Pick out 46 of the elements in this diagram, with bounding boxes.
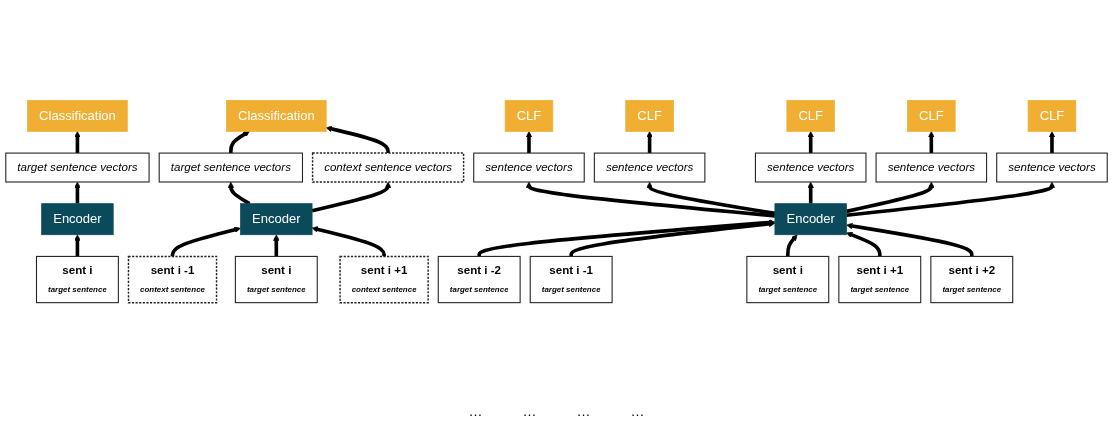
arrow [646,131,653,154]
arrow [229,131,250,154]
arrow [1048,131,1056,154]
node-box: sentence vectors [473,152,585,183]
arrow [311,181,392,213]
arrow [325,125,390,154]
node-box: CLF [504,100,554,132]
arrow [525,131,533,154]
arrow [477,219,776,257]
node-box: Encoder [774,203,847,236]
node-box: sentence vectors [875,152,988,183]
arrow [170,226,241,257]
node-box: sentence vectors [996,152,1108,183]
node-box: sentence vectors [754,152,867,183]
ellipsis: … [630,403,645,421]
node-box: Classification [27,100,128,132]
arrow [311,226,386,257]
node-box: CLF [1027,100,1077,132]
arrow [525,181,776,218]
arrow [74,234,81,257]
node-box: context sentence vectors [311,152,465,183]
arrow [786,234,798,257]
arrow [846,181,935,214]
node-box: CLF [786,100,835,132]
arrow [846,231,882,257]
node-box: CLF [907,100,956,132]
arrow [569,220,776,257]
ellipsis: … [576,403,591,421]
arrow [646,181,776,216]
node-box: sentence vectors [593,152,706,183]
arrow [74,131,81,154]
arrow [846,222,974,257]
node-box: target sentence vectors [5,152,150,183]
node-box: Classification [226,100,327,132]
ellipsis: … [522,403,537,421]
arrow [273,234,280,257]
arrow [928,131,935,154]
node-box: Encoder [41,203,114,236]
arrow [807,181,814,204]
node-box: Encoder [240,203,313,236]
node-box: CLF [625,100,674,132]
arrow [846,181,1056,218]
arrow [74,181,81,204]
arrow [807,131,814,154]
node-box: target sentence vectors [158,152,304,183]
ellipsis: … [468,403,483,421]
